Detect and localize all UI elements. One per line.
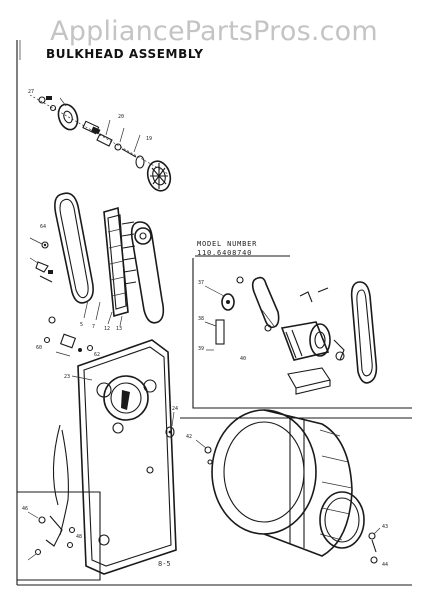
svg-text:20: 20 xyxy=(118,114,124,120)
model-number-value: 110.6408740 xyxy=(197,249,253,257)
watermark: AppliancePartsPros.com xyxy=(50,16,378,47)
top-drive-assembly: 27 19 20 xyxy=(28,89,172,192)
svg-text:42: 42 xyxy=(186,434,192,440)
svg-text:43: 43 xyxy=(382,524,388,530)
motor-assembly: 37 38 39 40 xyxy=(198,276,378,395)
svg-text:48: 48 xyxy=(76,534,82,540)
motor-inset-box xyxy=(192,255,412,409)
svg-text:44: 44 xyxy=(382,562,388,568)
svg-text:13: 13 xyxy=(116,326,122,332)
svg-text:24: 24 xyxy=(172,406,178,412)
bulkhead-washer: 24 xyxy=(165,406,178,438)
svg-text:27: 27 xyxy=(28,89,34,95)
frame-lines xyxy=(16,40,412,586)
svg-text:23: 23 xyxy=(64,374,70,380)
drum-assembly: 42 43 44 xyxy=(180,409,412,568)
page-reference: 8-5 xyxy=(158,560,171,568)
diagram-title: BULKHEAD ASSEMBLY xyxy=(46,47,204,61)
svg-text:19: 19 xyxy=(146,136,152,142)
svg-text:37: 37 xyxy=(198,280,204,286)
svg-text:60: 60 xyxy=(36,345,42,351)
bulkhead-panel: 23 xyxy=(64,339,177,575)
belt-and-idler-assembly: 64 5 7 12 13 xyxy=(29,192,165,332)
svg-text:40: 40 xyxy=(240,356,246,362)
svg-text:38: 38 xyxy=(198,316,204,322)
svg-text:62: 62 xyxy=(94,352,100,358)
svg-text:64: 64 xyxy=(40,224,46,230)
wire-harness xyxy=(52,424,69,536)
inset-detail: 46 48 xyxy=(17,491,101,581)
svg-text:46: 46 xyxy=(22,506,28,512)
hardware-cluster: 60 62 xyxy=(36,316,100,358)
model-number-label: MODEL NUMBER xyxy=(197,240,258,248)
svg-text:12: 12 xyxy=(104,326,110,332)
svg-text:7: 7 xyxy=(92,324,95,330)
svg-text:5: 5 xyxy=(80,322,83,328)
svg-text:39: 39 xyxy=(198,346,204,352)
